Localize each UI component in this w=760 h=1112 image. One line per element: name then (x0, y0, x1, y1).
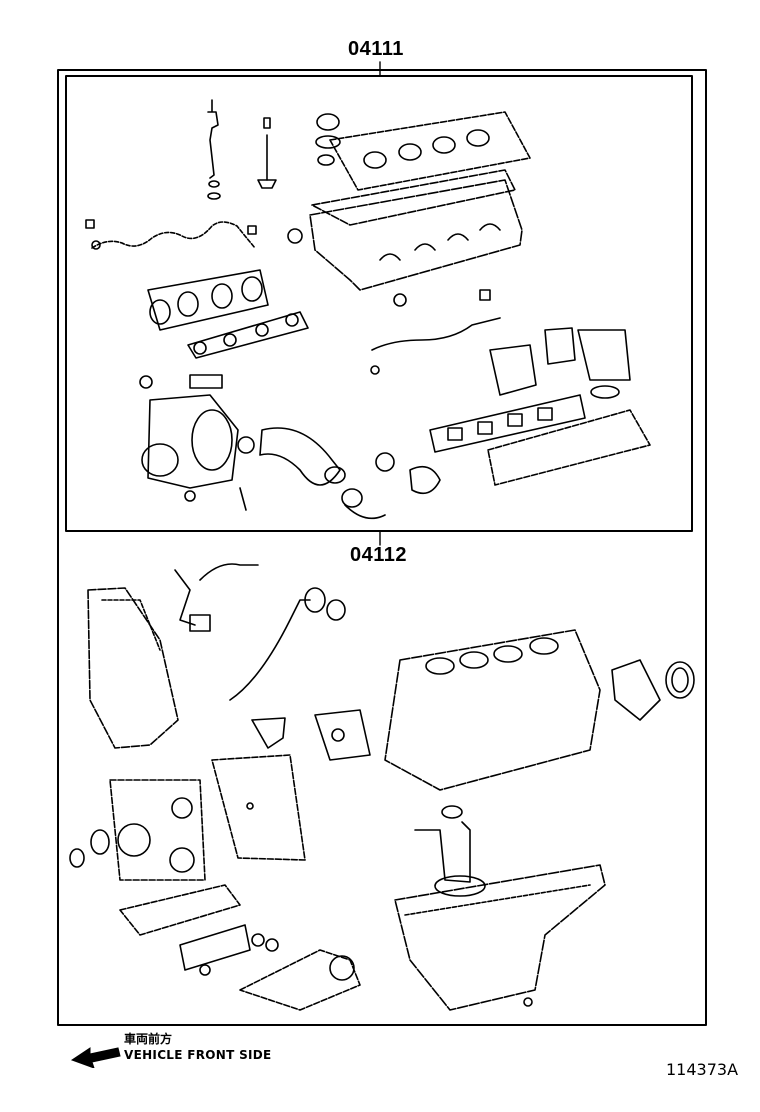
injector-part (207, 99, 221, 200)
water-outlet-gasket (251, 709, 371, 761)
arrow-left-icon (70, 1047, 121, 1068)
oil-pan (394, 864, 606, 1011)
orientation-legend: 車両前方 VEHICLE FRONT SIDE (70, 1030, 350, 1070)
valve-part (257, 117, 277, 189)
outer-kit-frame (57, 69, 707, 1026)
legend-english: VEHICLE FRONT SIDE (124, 1048, 272, 1062)
oil-filler-cap (315, 113, 341, 166)
upper-kit-label: 04111 (348, 38, 404, 60)
timing-belt-cover (87, 587, 179, 749)
oil-cooler (119, 884, 361, 1011)
lower-kit-label: 04112 (350, 544, 408, 566)
valve-cover (311, 111, 531, 226)
rear-seal-retainer (611, 659, 695, 721)
turbocharger (139, 374, 255, 511)
inner-kit-frame (65, 75, 693, 532)
glow-plug-wire (85, 219, 257, 250)
legend-japanese: 車両前方 (124, 1032, 173, 1046)
timing-gear-case (69, 754, 306, 881)
reference-number: 114373A (666, 1060, 739, 1079)
thermostat-housing (489, 327, 631, 399)
exhaust-manifold (147, 269, 309, 359)
intake-pipe (259, 427, 386, 520)
oil-strainer (414, 805, 486, 897)
cylinder-block (384, 629, 601, 791)
cylinder-head (287, 179, 523, 291)
intake-manifold-gasket (375, 394, 651, 495)
oil-pipe (174, 563, 346, 701)
breather-hose (370, 289, 501, 375)
